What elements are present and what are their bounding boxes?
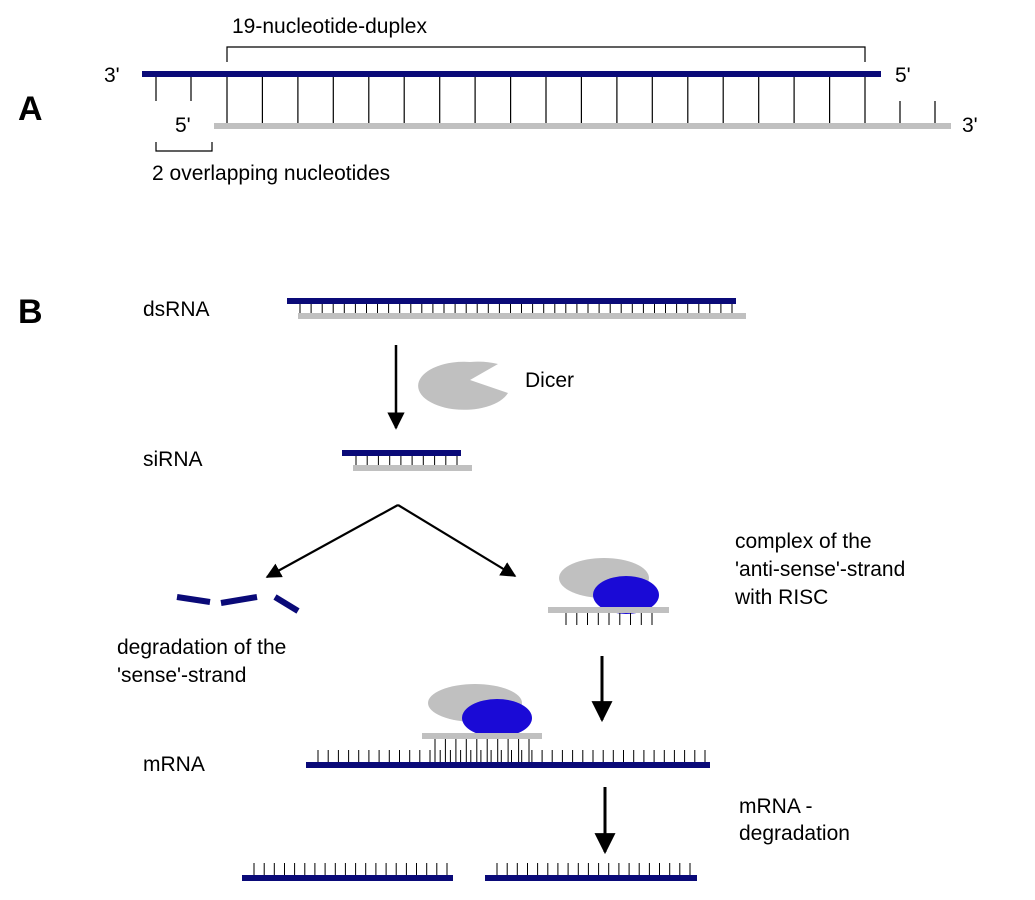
panel-a-label: A [18, 90, 43, 128]
risc-bound-blue-subunit [462, 699, 532, 737]
mrna-fragment-nucleotides [253, 863, 691, 875]
duplex-label: 19-nucleotide-duplex [232, 15, 427, 38]
mrna-nucleotides [317, 750, 706, 762]
complex-label-line1: complex of the [735, 530, 872, 553]
panel-a: A 19-nucleotide-duplex 3' 5' 5' 3' 2 ove… [18, 15, 978, 185]
arrow-to-sense-degradation [265, 504, 399, 578]
mrna-degradation-label-line2: degradation [739, 822, 850, 845]
risc-antisense-ticks [565, 613, 653, 625]
dsrna-label: dsRNA [143, 298, 210, 321]
complex-label-line3: with RISC [734, 586, 828, 609]
mrna-degradation-label-line1: mRNA - [739, 795, 813, 818]
overhang-bracket [155, 142, 213, 152]
dsrna-base-pairs [299, 304, 733, 313]
risc-mrna-base-pairs [434, 739, 530, 762]
panel-b-label: B [18, 293, 43, 331]
degradation-sense-label-line1: degradation of the [117, 636, 286, 659]
panel-b: B dsRNA Dicer siRNA degradation of the '… [18, 293, 905, 881]
top-strand-3prime-label: 3' [104, 64, 120, 87]
risc-blue-subunit [593, 576, 659, 614]
degraded-sense-fragments [176, 594, 300, 614]
complex-label-line2: 'anti-sense'-strand [735, 558, 905, 581]
bottom-strand-5prime-label: 5' [175, 114, 191, 137]
duplex-bracket [226, 46, 866, 62]
sense-fragment [273, 594, 300, 614]
risc-antisense-complex [548, 558, 669, 625]
panel-a-base-pairs [155, 77, 936, 123]
risc-bound-complex [422, 684, 542, 762]
sense-fragment [220, 594, 258, 606]
sirna-label: siRNA [143, 448, 203, 471]
degradation-sense-label-line2: 'sense'-strand [117, 664, 246, 687]
dicer-icon [418, 361, 508, 410]
sense-fragment [176, 594, 211, 605]
mrna-label: mRNA [143, 753, 205, 776]
top-strand-5prime-label: 5' [895, 64, 911, 87]
overhang-label: 2 overlapping nucleotides [152, 162, 390, 185]
sirna-base-pairs [355, 456, 458, 465]
bottom-strand-3prime-label: 3' [962, 114, 978, 137]
dicer-label: Dicer [525, 369, 574, 392]
arrow-to-risc-complex [397, 504, 517, 577]
